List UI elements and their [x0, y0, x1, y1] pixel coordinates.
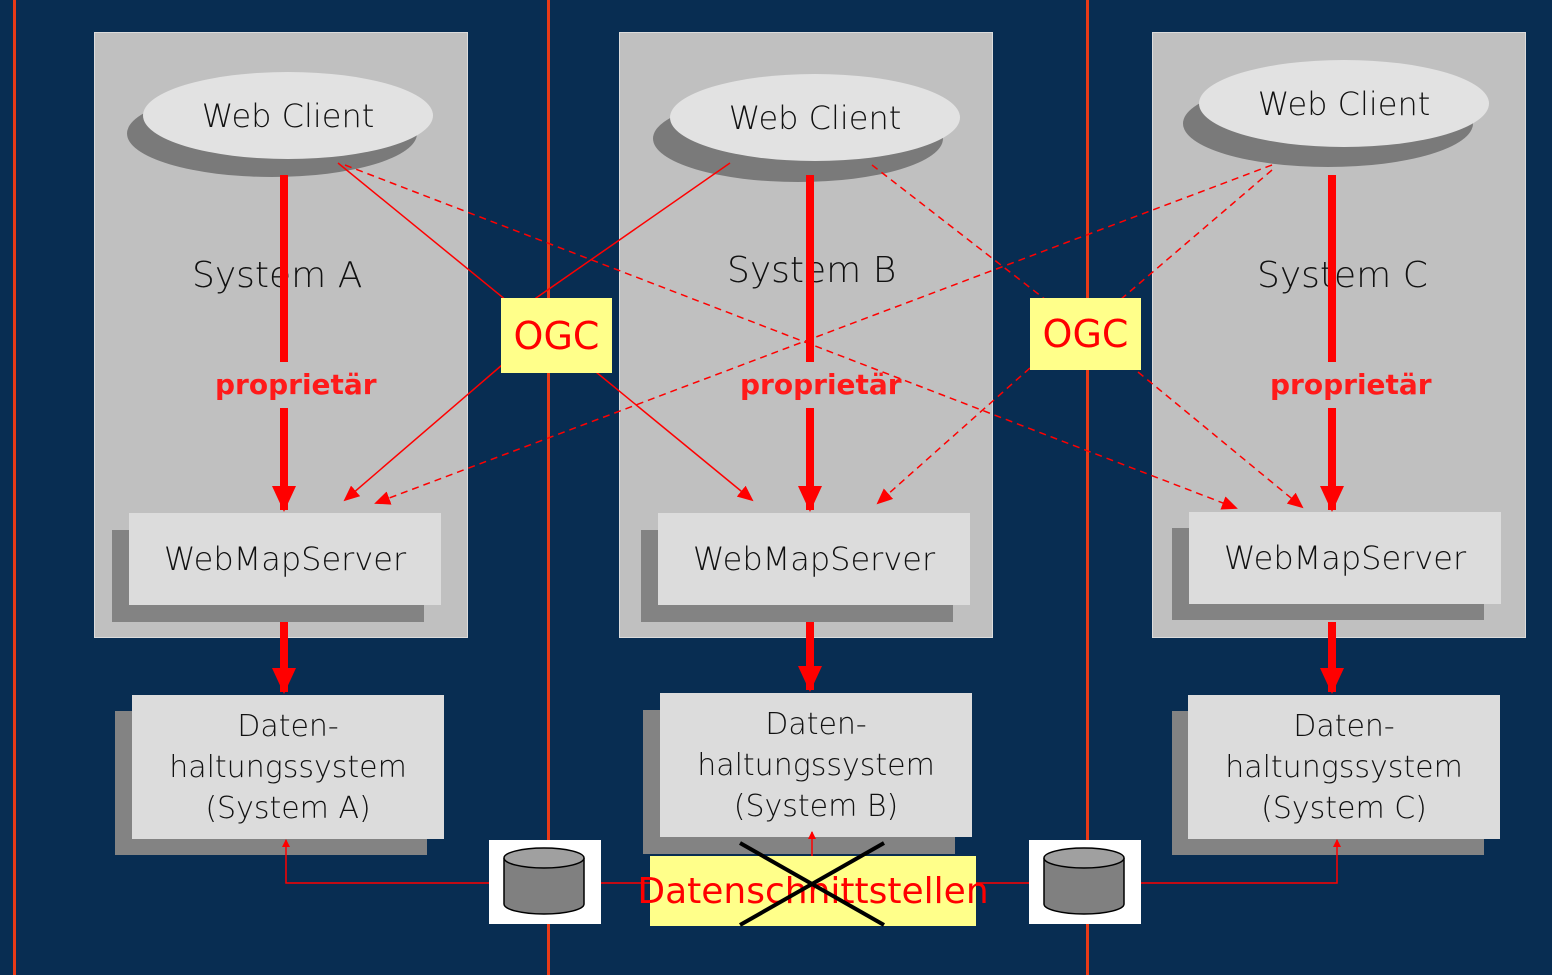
proprietary-label-a: proprietär — [215, 368, 377, 401]
ogc-label-right: OGC — [1030, 298, 1141, 370]
ogc-line-a-in — [337, 162, 513, 306]
data-b-line1: Daten- — [765, 706, 867, 742]
proprietary-label-c: proprietär — [1270, 368, 1432, 401]
proprietary-label-b: proprietär — [740, 368, 902, 401]
divider-mid-left — [547, 0, 550, 975]
database-icon — [503, 847, 585, 915]
data-c-line2: haltungssystem — [1225, 749, 1463, 785]
data-system-a: Daten- haltungssystem (System A) — [132, 695, 444, 839]
system-a-label: System A — [192, 255, 363, 296]
data-c-line3: (System C) — [1261, 790, 1427, 826]
connector-c — [1141, 839, 1341, 884]
divider-left — [13, 0, 16, 975]
data-b-line2: haltungssystem — [697, 747, 935, 783]
database-icon — [1043, 847, 1125, 915]
data-interface-label: Datenschnittstellen — [637, 856, 989, 926]
ogc-line-to-wms-b — [595, 371, 754, 502]
data-a-line2: haltungssystem — [169, 749, 407, 785]
data-a-line3: (System A) — [205, 790, 371, 826]
web-client-a: Web Client — [143, 72, 433, 159]
system-c-label: System C — [1257, 255, 1428, 296]
wms-a-label: WebMapServer — [163, 539, 407, 578]
ogc-label-left: OGC — [501, 298, 612, 373]
web-client-a-label: Web Client — [201, 96, 375, 135]
wms-a: WebMapServer — [129, 513, 441, 605]
dashed-b-to-ogc — [871, 164, 1047, 301]
connector-a — [282, 839, 490, 884]
data-interface-text: Datenschnittstellen — [637, 870, 989, 912]
data-b-line3: (System B) — [733, 788, 899, 824]
dashed-c-to-wms-a — [374, 164, 1273, 505]
data-system-c: Daten- haltungssystem (System C) — [1188, 695, 1500, 839]
database-left — [489, 840, 601, 924]
web-client-b-label: Web Client — [728, 98, 902, 137]
database-right — [1029, 840, 1141, 924]
wms-b: WebMapServer — [658, 513, 970, 605]
dashed-ogc-to-wms-b — [876, 367, 1031, 505]
data-system-b: Daten- haltungssystem (System B) — [660, 693, 972, 837]
wms-c: WebMapServer — [1189, 512, 1501, 604]
web-client-b: Web Client — [670, 74, 960, 161]
dashed-a-to-wms-c — [344, 164, 1238, 510]
dashed-c-to-ogc — [1119, 169, 1273, 301]
ogc-line-b-in — [525, 162, 731, 306]
web-client-c-label: Web Client — [1257, 84, 1431, 123]
web-client-c: Web Client — [1199, 60, 1489, 147]
divider-mid-right — [1086, 0, 1089, 975]
data-a-line1: Daten- — [237, 708, 339, 744]
ogc-line-to-wms-a — [343, 364, 503, 502]
wms-b-label: WebMapServer — [692, 539, 936, 578]
wms-c-label: WebMapServer — [1223, 538, 1467, 577]
data-c-line1: Daten- — [1293, 708, 1395, 744]
